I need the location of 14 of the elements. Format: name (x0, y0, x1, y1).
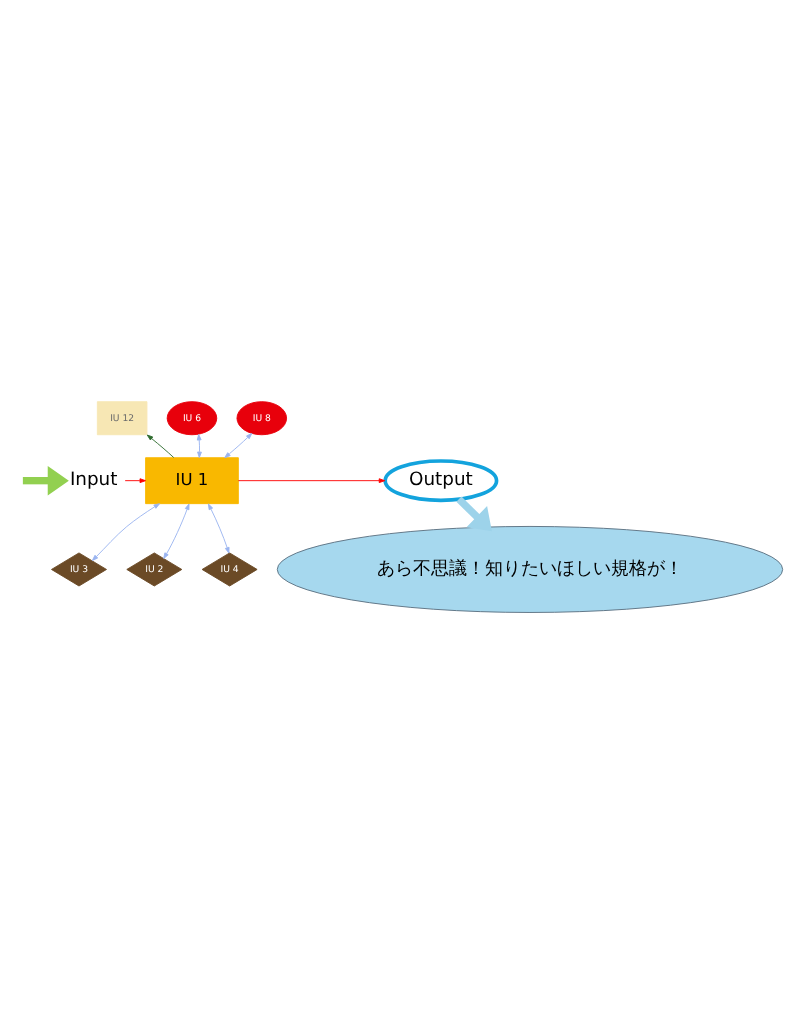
arrow (124, 477, 146, 483)
arrow (146, 433, 175, 457)
arrow (456, 495, 492, 531)
node-text: Input (69, 468, 118, 491)
arrow (237, 477, 386, 483)
arrow (224, 432, 253, 458)
node-ellipse: Output (383, 458, 499, 502)
node-ellipse: あら不思議！知りたいほしい規格が！ (276, 525, 784, 612)
arrow (91, 502, 160, 560)
arrow (207, 502, 230, 553)
node-box: IU 1 (145, 456, 239, 504)
arrow (196, 432, 202, 458)
arrow (22, 464, 69, 495)
arrow (163, 502, 190, 558)
